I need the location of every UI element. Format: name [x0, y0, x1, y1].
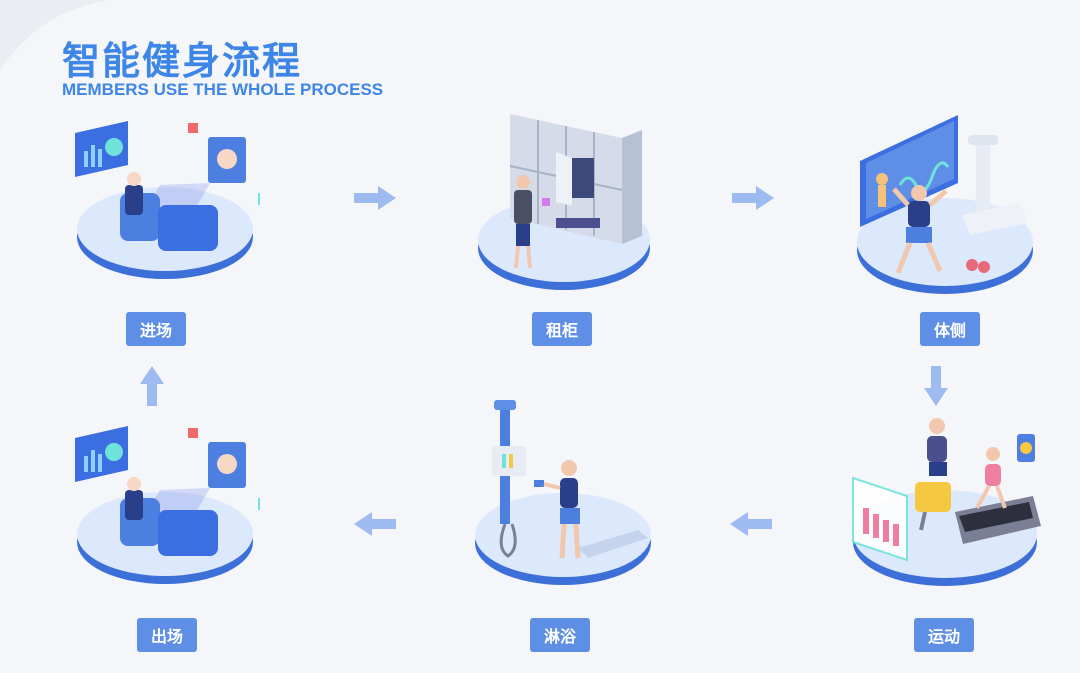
arrow-left-icon [354, 512, 396, 536]
page-title: 智能健身流程 [62, 39, 303, 83]
corner-decoration [0, 0, 110, 70]
exercise-illustration [852, 418, 1041, 586]
step-label-exit: 出场 [137, 618, 198, 652]
arrow-right-icon [732, 186, 774, 210]
step-label-shower: 淋浴 [530, 618, 591, 652]
exit-gate-illustration [75, 426, 260, 584]
arrow-left-icon [730, 512, 772, 536]
step-label-body-test: 体侧 [920, 312, 981, 346]
body-test-illustration [857, 115, 1033, 294]
arrow-up-icon [140, 366, 164, 406]
entry-gate-illustration [75, 121, 260, 279]
arrow-down-icon [924, 366, 948, 406]
step-label-entry: 进场 [126, 312, 187, 346]
step-label-locker: 租柜 [532, 312, 593, 346]
page-subtitle: MEMBERS USE THE WHOLE PROCESS [62, 80, 384, 99]
arrow-right-icon [354, 186, 396, 210]
step-label-exercise: 运动 [914, 618, 975, 652]
locker-illustration [478, 114, 650, 290]
shower-illustration [475, 400, 651, 585]
